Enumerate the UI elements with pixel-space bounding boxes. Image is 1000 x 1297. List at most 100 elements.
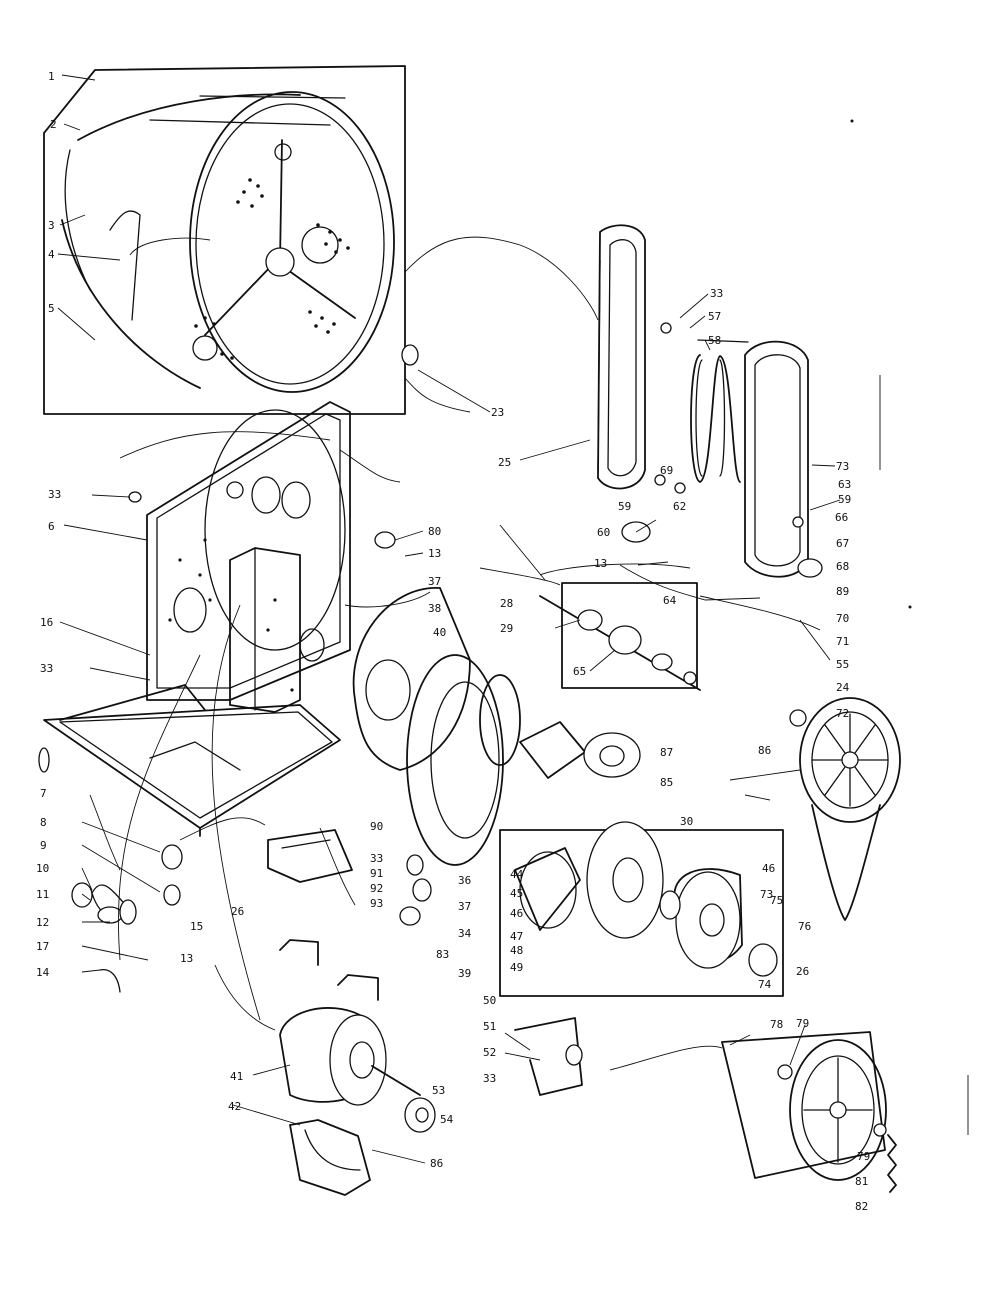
- callout-33e: 33: [483, 1072, 496, 1085]
- callout-36: 36: [458, 874, 471, 887]
- callout-71: 71: [836, 635, 849, 648]
- callout-12: 12: [36, 916, 49, 929]
- callout-73b: 73: [760, 888, 773, 901]
- callout-37a: 37: [428, 575, 441, 588]
- callout-72: 72: [836, 707, 849, 720]
- callout-24: 24: [836, 681, 850, 694]
- callout-75: 75: [770, 894, 783, 907]
- callout-1: 1: [48, 70, 55, 83]
- blower-wheel-box: [499, 821, 784, 997]
- callout-33c: 33: [40, 662, 53, 675]
- callout-30: 30: [680, 815, 693, 828]
- callout-54: 54: [440, 1113, 454, 1126]
- motor-assembly: [279, 1007, 436, 1196]
- callout-42: 42: [228, 1100, 241, 1113]
- callout-28: 28: [500, 597, 513, 610]
- callout-8: 8: [40, 816, 47, 829]
- callout-92: 92: [370, 882, 383, 895]
- callout-89: 89: [836, 585, 849, 598]
- callout-51: 51: [483, 1020, 496, 1033]
- callout-13a: 13: [594, 557, 607, 570]
- callout-40: 40: [433, 626, 446, 639]
- callout-34: 34: [458, 927, 472, 940]
- blower-housing-assembly: [352, 587, 641, 866]
- callout-7: 7: [40, 787, 47, 800]
- heating-element: [690, 339, 749, 483]
- callout-44: 44: [510, 868, 524, 881]
- callout-14: 14: [36, 966, 50, 979]
- callout-58: 58: [708, 334, 721, 347]
- callout-26a: 26: [231, 905, 244, 918]
- callout-62: 62: [673, 500, 686, 513]
- callout-60: 60: [597, 526, 610, 539]
- scan-marks: [850, 119, 969, 1135]
- callout-74: 74: [758, 978, 772, 991]
- callout-69: 69: [660, 464, 673, 477]
- callout-13c: 13: [180, 952, 193, 965]
- callout-37b: 37: [458, 900, 471, 913]
- callout-11: 11: [36, 888, 49, 901]
- callout-10: 10: [36, 862, 49, 875]
- heater-assembly: [597, 224, 823, 578]
- callout-25: 25: [498, 456, 511, 469]
- callout-46b: 46: [762, 862, 775, 875]
- callout-33b: 33: [48, 488, 61, 501]
- drive-pulley: [789, 697, 901, 921]
- idler-shaft-box: [539, 582, 701, 691]
- callout-33a: 33: [710, 287, 723, 300]
- callout-17: 17: [36, 940, 49, 953]
- drum-perforations: [194, 178, 350, 360]
- callout-3: 3: [48, 219, 55, 232]
- callout-33d: 33: [370, 852, 383, 865]
- callout-53: 53: [432, 1084, 445, 1097]
- callout-4: 4: [48, 248, 55, 261]
- callout-59-top: 59: [618, 500, 631, 513]
- callout-47: 47: [510, 930, 523, 943]
- callout-45: 45: [510, 887, 523, 900]
- callout-49: 49: [510, 961, 523, 974]
- callout-67a: 67: [836, 537, 849, 550]
- rear-panel-assembly: [38, 401, 351, 837]
- callout-5: 5: [48, 302, 55, 315]
- leader-lines: [89, 236, 831, 1071]
- callout-41: 41: [230, 1070, 243, 1083]
- callout-76: 76: [798, 920, 811, 933]
- callout-79b: 79: [857, 1150, 870, 1163]
- callout-80: 80: [428, 525, 441, 538]
- callout-26b: 26: [796, 965, 809, 978]
- callout-86b: 86: [430, 1157, 443, 1170]
- callout-52: 52: [483, 1046, 496, 1059]
- callout-90: 90: [370, 820, 383, 833]
- idler-pulley-assembly: [721, 1031, 897, 1193]
- callout-83: 83: [436, 948, 449, 961]
- callout-16: 16: [40, 616, 53, 629]
- callout-93: 93: [370, 897, 383, 910]
- callout-15: 15: [190, 920, 203, 933]
- callout-57: 57: [708, 310, 721, 323]
- callout-9: 9: [40, 839, 47, 852]
- callout-13b: 13: [428, 547, 441, 560]
- callout-91: 91: [370, 867, 383, 880]
- callout-labels: 1 2 3 4 5 23 25 33 57 58 73 69 59 62 63 …: [36, 70, 870, 1213]
- callout-59-right: 59: [838, 493, 851, 506]
- callout-46: 46: [510, 907, 523, 920]
- callout-48: 48: [510, 944, 523, 957]
- callout-66: 66: [835, 511, 848, 524]
- callout-86a: 86: [758, 744, 771, 757]
- callout-38: 38: [428, 602, 441, 615]
- drum-assembly: [43, 65, 419, 415]
- callout-50: 50: [483, 994, 496, 1007]
- callout-63: 63: [838, 478, 851, 491]
- label-pointers: [57, 74, 841, 1164]
- callout-87: 87: [660, 746, 673, 759]
- callout-85: 85: [660, 776, 673, 789]
- callout-73a: 73: [836, 460, 849, 473]
- callout-79a: 79: [796, 1017, 809, 1030]
- callout-39: 39: [458, 967, 471, 980]
- callout-65: 65: [573, 665, 586, 678]
- callout-2: 2: [50, 118, 57, 131]
- misc-small-parts: [71, 491, 583, 1096]
- callout-70: 70: [836, 612, 849, 625]
- callout-29: 29: [500, 622, 513, 635]
